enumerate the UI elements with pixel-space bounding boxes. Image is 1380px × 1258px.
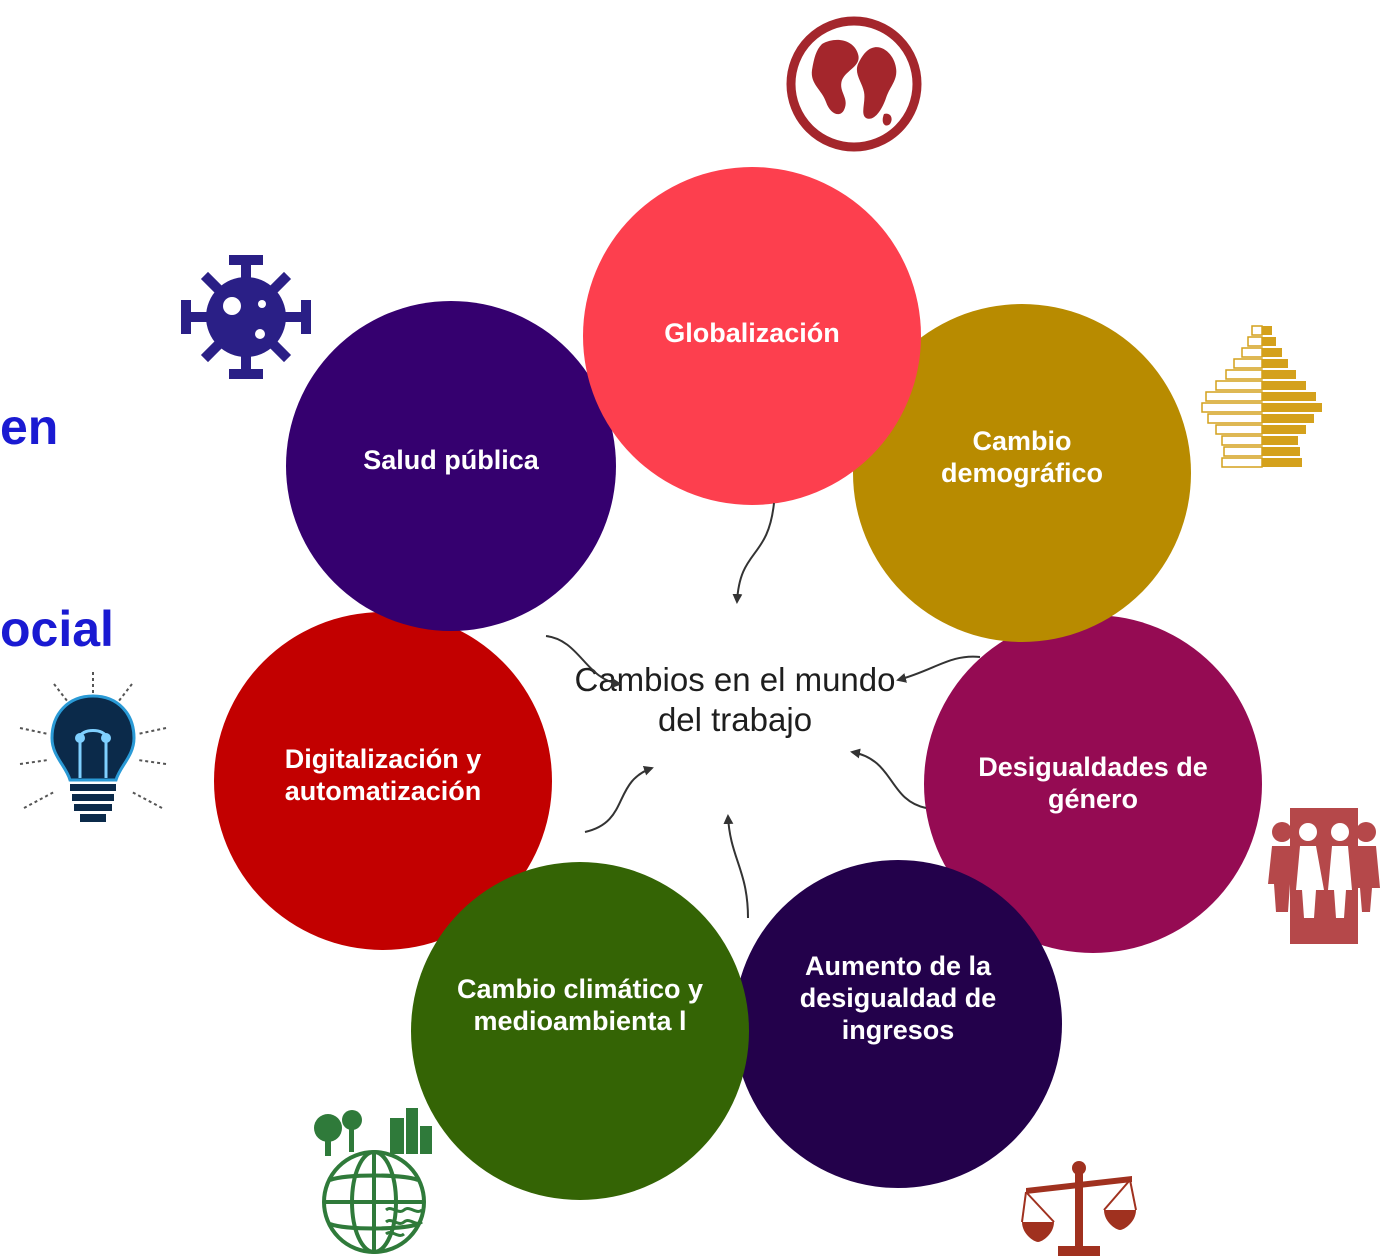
- virus-icon: [181, 255, 311, 379]
- arrow-genero: [850, 748, 927, 809]
- node-label: Digitalización y automatización: [284, 744, 482, 806]
- node-label: Salud pública: [363, 445, 539, 476]
- lightbulb-icon: [19, 672, 167, 822]
- node-label: Cambio climático y medioambienta l: [456, 974, 704, 1036]
- arrow-globalizacion: [732, 502, 775, 604]
- arrow-salud: [545, 635, 622, 689]
- node-cambio-climatico: Cambio climático y medioambienta l: [411, 862, 749, 1200]
- center-label: Cambios en el mundo del trabajo: [574, 661, 896, 738]
- globe-icon: [786, 16, 922, 152]
- node-desigualdad-ingresos: Aumento de la desigualdad de ingresos: [734, 860, 1062, 1188]
- scale-icon: [1021, 1161, 1137, 1256]
- gender-icon: [1268, 808, 1380, 944]
- node-globalizacion: Globalización: [583, 167, 921, 505]
- arrow-digital: [584, 765, 654, 833]
- node-label: Aumento de la desigualdad de ingresos: [799, 951, 997, 1045]
- population-pyramid-icon: [1201, 325, 1322, 468]
- node-salud-publica: Salud pública: [286, 301, 616, 631]
- left-text-fragment-1: en: [0, 399, 59, 455]
- node-label: Cambio demográfico: [940, 426, 1104, 488]
- climate-globe-icon: [314, 1108, 432, 1254]
- arrow-ingresos: [723, 814, 749, 919]
- node-label: Desigualdades de género: [978, 752, 1208, 814]
- left-text-fragment-2: ocial: [0, 601, 114, 657]
- node-label: Globalización: [664, 318, 840, 349]
- arrow-demografico: [896, 655, 981, 683]
